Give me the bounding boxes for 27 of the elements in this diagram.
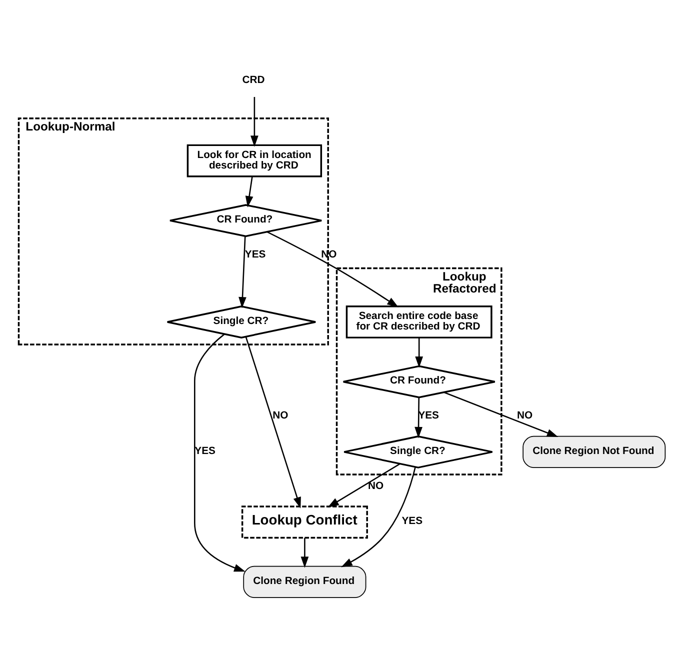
node-box: Look for CR in location described by CRD xyxy=(186,144,322,177)
node-diamond: Single CR? xyxy=(343,434,494,468)
node-box: Search entire code base for CR described by CRD xyxy=(346,305,492,338)
node-box: Lookup Conflict xyxy=(241,505,368,538)
node-diamond: CR Found? xyxy=(342,364,496,398)
arrow xyxy=(300,537,309,568)
node-box: Clone Region Not Found xyxy=(522,435,666,468)
arrow xyxy=(444,391,558,437)
node-diamond: CR Found? xyxy=(169,204,322,237)
arrow xyxy=(328,462,400,507)
arrow xyxy=(266,230,398,307)
arrow xyxy=(245,176,254,207)
edge-label: NO xyxy=(272,410,288,422)
edge-label: YES xyxy=(402,515,423,526)
arrow xyxy=(415,337,424,368)
node-text: CRD xyxy=(242,74,265,86)
arrow xyxy=(194,333,246,572)
arrow xyxy=(250,96,258,146)
edge-label: NO xyxy=(368,480,384,492)
edge-label: YES xyxy=(244,248,266,260)
edge-label: NO xyxy=(517,410,533,422)
node-diamond: Single CR? xyxy=(166,304,316,338)
arrow xyxy=(341,466,416,567)
node-box: Clone Region Found xyxy=(243,565,366,598)
arrow xyxy=(238,236,246,308)
arrow xyxy=(414,396,422,438)
arrow xyxy=(245,336,301,508)
